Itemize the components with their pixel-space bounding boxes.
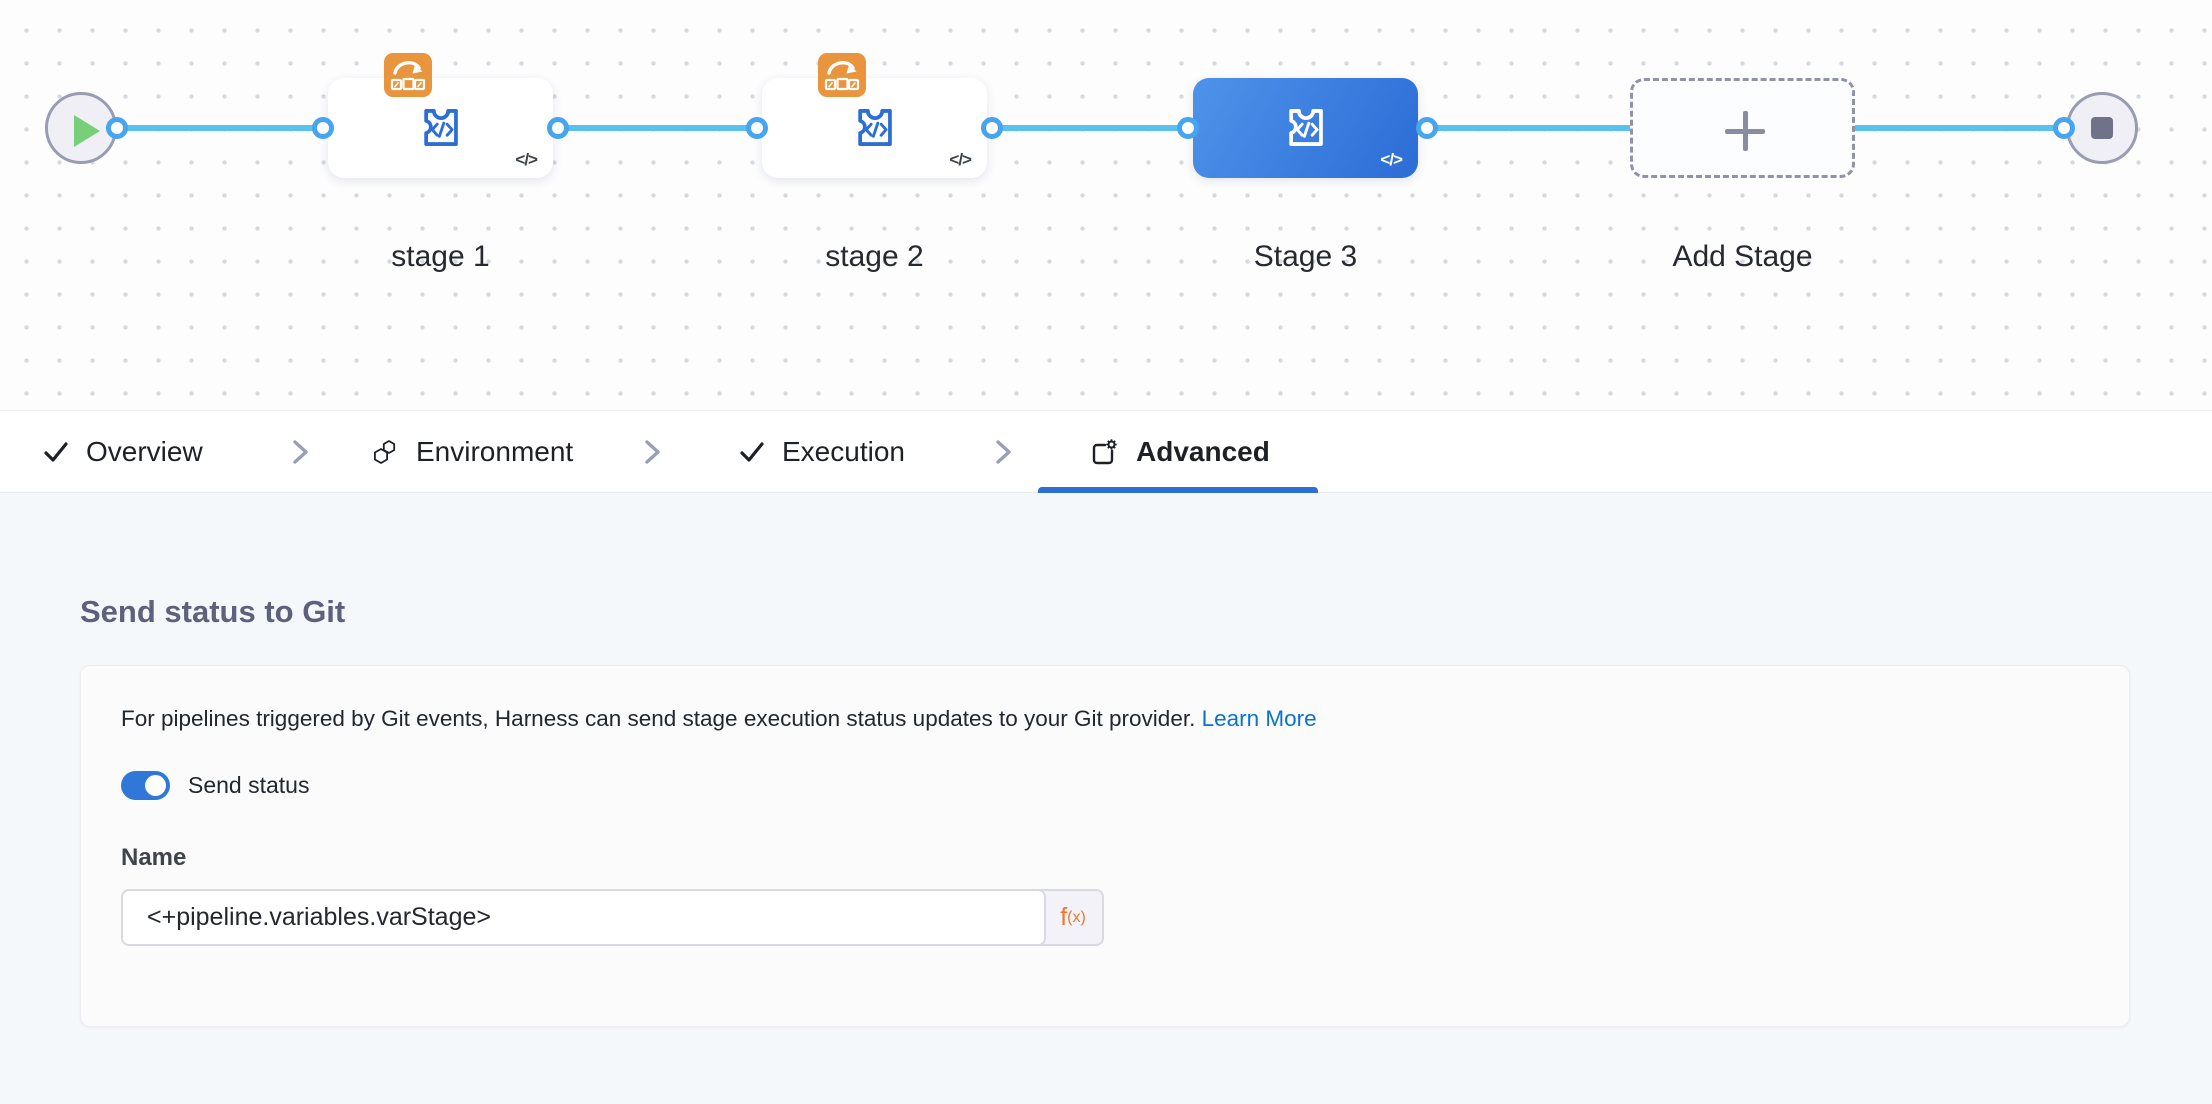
yaml-code-icon: </> [515, 150, 538, 169]
play-icon [74, 115, 100, 147]
tab-label: Environment [416, 436, 574, 467]
tab-label: Execution [782, 436, 905, 467]
pipeline-connector-line [117, 125, 2067, 131]
node-port[interactable] [1416, 117, 1438, 139]
tab-execution[interactable]: Execution [738, 411, 905, 493]
hexagons-environment-icon [374, 440, 396, 464]
chevron-right-icon [293, 440, 308, 464]
pipeline-start-node [45, 92, 117, 164]
name-input-group: f(x) [121, 889, 1104, 946]
node-port[interactable] [1177, 117, 1199, 139]
learn-more-link[interactable]: Learn More [1201, 706, 1317, 731]
stage-node-stage-1[interactable]: </> [328, 53, 553, 178]
pipeline-end-node [2066, 92, 2138, 164]
chevron-right-icon [645, 440, 660, 464]
yaml-code-icon: </> [949, 150, 972, 169]
expression-fx-button[interactable]: f(x) [1038, 889, 1104, 946]
name-input[interactable] [121, 889, 1046, 946]
stage-label: Stage 3 [1253, 240, 1358, 273]
add-stage-button[interactable] [1630, 78, 1855, 178]
tab-label: Advanced [1136, 436, 1270, 467]
toggle-knob [145, 775, 166, 796]
yaml-code-icon: </> [1380, 150, 1403, 169]
advanced-tab-content: Send status to Git For pipelines trigger… [0, 494, 2212, 1104]
stage-config-tabbar: Overview Environment Execution [0, 410, 2212, 493]
node-port[interactable] [981, 117, 1003, 139]
send-status-description: For pipelines triggered by Git events, H… [121, 706, 1317, 732]
node-port[interactable] [746, 117, 768, 139]
chevron-right-icon [996, 440, 1011, 464]
template-code-icon [1289, 109, 1323, 146]
rolling-deploy-badge-icon [818, 53, 866, 97]
rolling-deploy-badge-icon [384, 53, 432, 97]
fx-f: f [1060, 903, 1068, 931]
node-port[interactable] [106, 117, 128, 139]
node-port[interactable] [312, 117, 334, 139]
pipeline-canvas: </> stage 1 </> stage 2 </> Stage 3 Add … [0, 0, 2212, 410]
stage-label: Add Stage [1672, 240, 1813, 273]
send-status-card: For pipelines triggered by Git events, H… [80, 665, 2130, 1027]
tab-advanced[interactable]: Advanced [1088, 411, 1270, 493]
toggle-label: Send status [188, 772, 310, 798]
stage-node-stage-3-selected[interactable]: </> [1193, 78, 1418, 178]
section-heading: Send status to Git [80, 594, 346, 629]
name-field-label: Name [121, 844, 187, 871]
send-status-toggle[interactable] [121, 771, 170, 800]
node-port[interactable] [2053, 117, 2075, 139]
template-code-icon [858, 109, 892, 146]
advanced-settings-icon [1092, 439, 1117, 465]
check-icon [740, 442, 764, 462]
template-code-icon [424, 109, 458, 146]
node-port[interactable] [547, 117, 569, 139]
stage-label: stage 2 [825, 240, 924, 273]
check-icon [44, 442, 68, 462]
description-text: For pipelines triggered by Git events, H… [121, 706, 1196, 731]
stop-icon [2091, 117, 2113, 139]
stage-node-stage-2[interactable]: </> [762, 53, 987, 178]
tab-label: Overview [86, 436, 203, 467]
plus-icon [1725, 111, 1765, 151]
active-tab-underline [1038, 487, 1318, 493]
tab-environment[interactable]: Environment [370, 411, 573, 493]
stage-label: stage 1 [391, 240, 490, 273]
tab-overview[interactable]: Overview [42, 411, 203, 493]
fx-sub: (x) [1067, 908, 1086, 926]
send-status-toggle-row: Send status [121, 771, 309, 800]
